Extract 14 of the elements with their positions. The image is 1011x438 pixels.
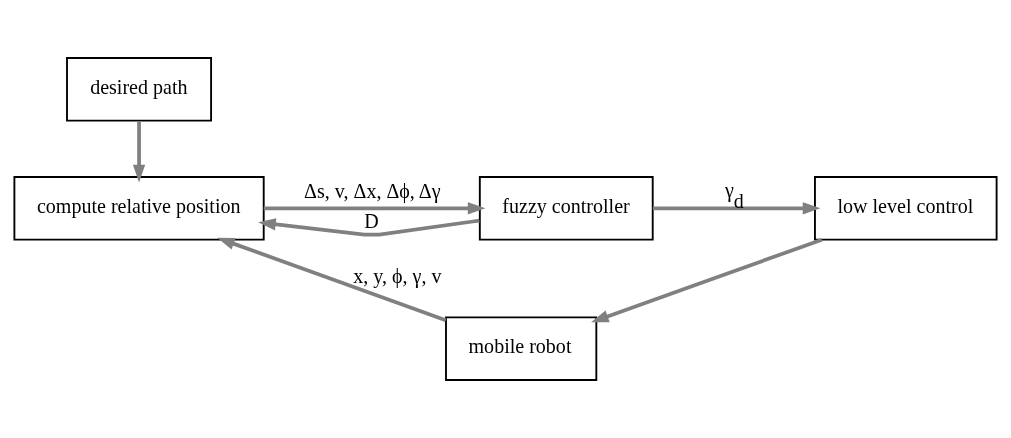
arrow bbox=[652, 202, 821, 215]
arrow bbox=[132, 121, 146, 183]
arrow bbox=[217, 237, 447, 322]
edge-label: D bbox=[364, 210, 379, 233]
node-box: desired path bbox=[66, 57, 212, 122]
node-box: low level control bbox=[814, 176, 998, 241]
arrow bbox=[263, 202, 486, 215]
edge-label: x, y, ϕ, γ, v bbox=[353, 265, 442, 288]
node-box: compute relative position bbox=[13, 176, 265, 241]
arrow bbox=[258, 218, 480, 237]
node-box: mobile robot bbox=[445, 316, 598, 381]
arrow bbox=[591, 237, 823, 323]
edge-label: Δs, v, Δx, Δϕ, Δγ bbox=[304, 180, 441, 203]
node-box: fuzzy controller bbox=[478, 176, 654, 241]
